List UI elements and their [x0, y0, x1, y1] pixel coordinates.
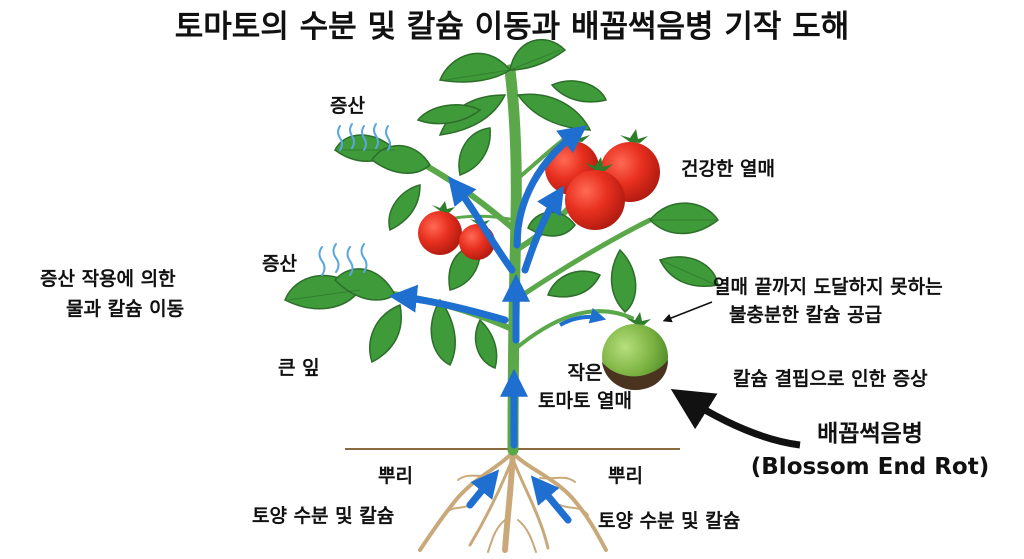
label-small-fruit-1: 작은	[567, 362, 603, 384]
label-transpiration-movement-2: 물과 칼슘 이동	[66, 298, 185, 320]
label-big-leaf: 큰 잎	[278, 357, 320, 379]
label-transpiration-top: 증산	[330, 95, 365, 117]
label-soil-left: 토양 수분 및 칼슘	[252, 505, 395, 527]
label-insufficient-1: 열매 끝까지 도달하지 못하는	[713, 276, 943, 298]
label-disease-ko: 배꼽썩음병	[817, 421, 923, 447]
page-title: 토마토의 수분 및 칼슘 이동과 배꼽썩음병 기작 도해	[174, 9, 850, 45]
leaf-veins	[287, 49, 717, 301]
label-roots-left: 뿌리	[378, 465, 413, 487]
vapor-wisps-top	[337, 123, 391, 151]
label-soil-right: 토양 수분 및 칼슘	[598, 510, 741, 532]
disease-arrow	[670, 389, 801, 449]
label-roots-right: 뿌리	[608, 465, 643, 487]
label-disease-en: (Blossom End Rot)	[750, 454, 990, 480]
label-symptom: 칼슘 결핍으로 인한 증상	[733, 368, 928, 390]
vapor-wisps-mid	[318, 243, 368, 276]
label-small-fruit-2: 토마토 열매	[537, 390, 632, 412]
roots	[418, 446, 608, 553]
small-green-tomato	[602, 312, 668, 390]
weak-flow-arrow	[558, 307, 607, 327]
water-flow-arrows	[388, 125, 588, 524]
healthy-tomatoes	[545, 128, 660, 230]
label-healthy-fruit: 건강한 열매	[681, 158, 776, 180]
label-transpiration-movement-1: 증산 작용에 의한	[40, 268, 176, 290]
label-insufficient-2: 불충분한 칼슘 공급	[729, 304, 883, 326]
pointer-arrow-insufficient	[662, 301, 713, 323]
label-transpiration-mid: 증산	[262, 253, 297, 275]
